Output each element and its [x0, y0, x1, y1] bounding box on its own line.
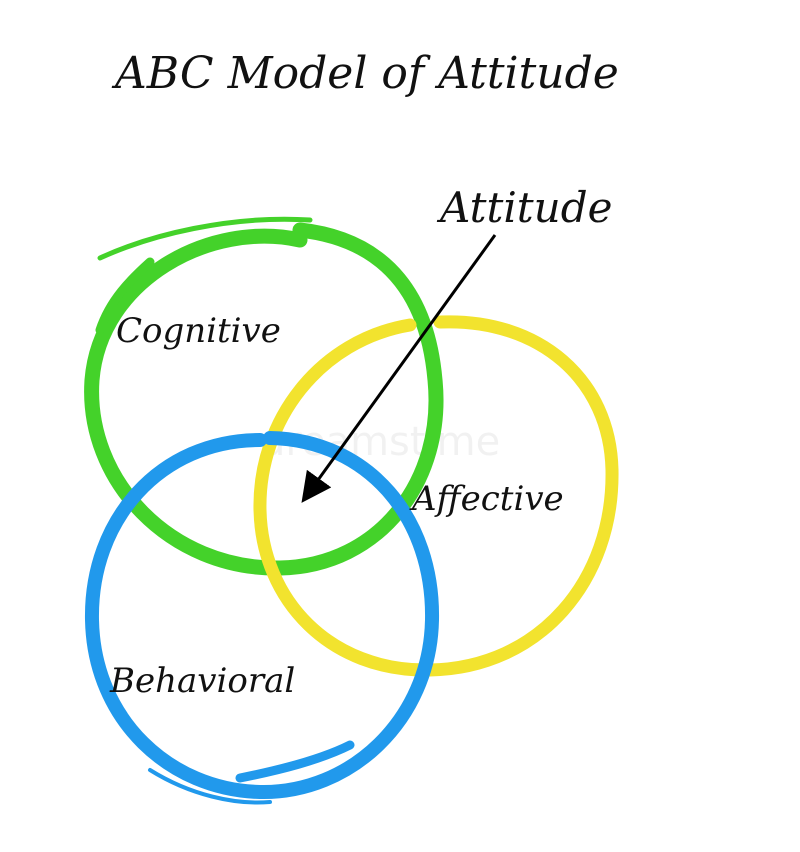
label-behavioral: Behavioral: [109, 661, 295, 701]
callout-attitude: Attitude: [436, 183, 612, 232]
label-affective: Affective: [409, 479, 564, 519]
arrow-to-overlap: [301, 234, 497, 503]
behavioral-circle: [84, 431, 440, 805]
label-cognitive: Cognitive: [116, 311, 281, 351]
diagram-title: ABC Model of Attitude: [111, 48, 619, 99]
